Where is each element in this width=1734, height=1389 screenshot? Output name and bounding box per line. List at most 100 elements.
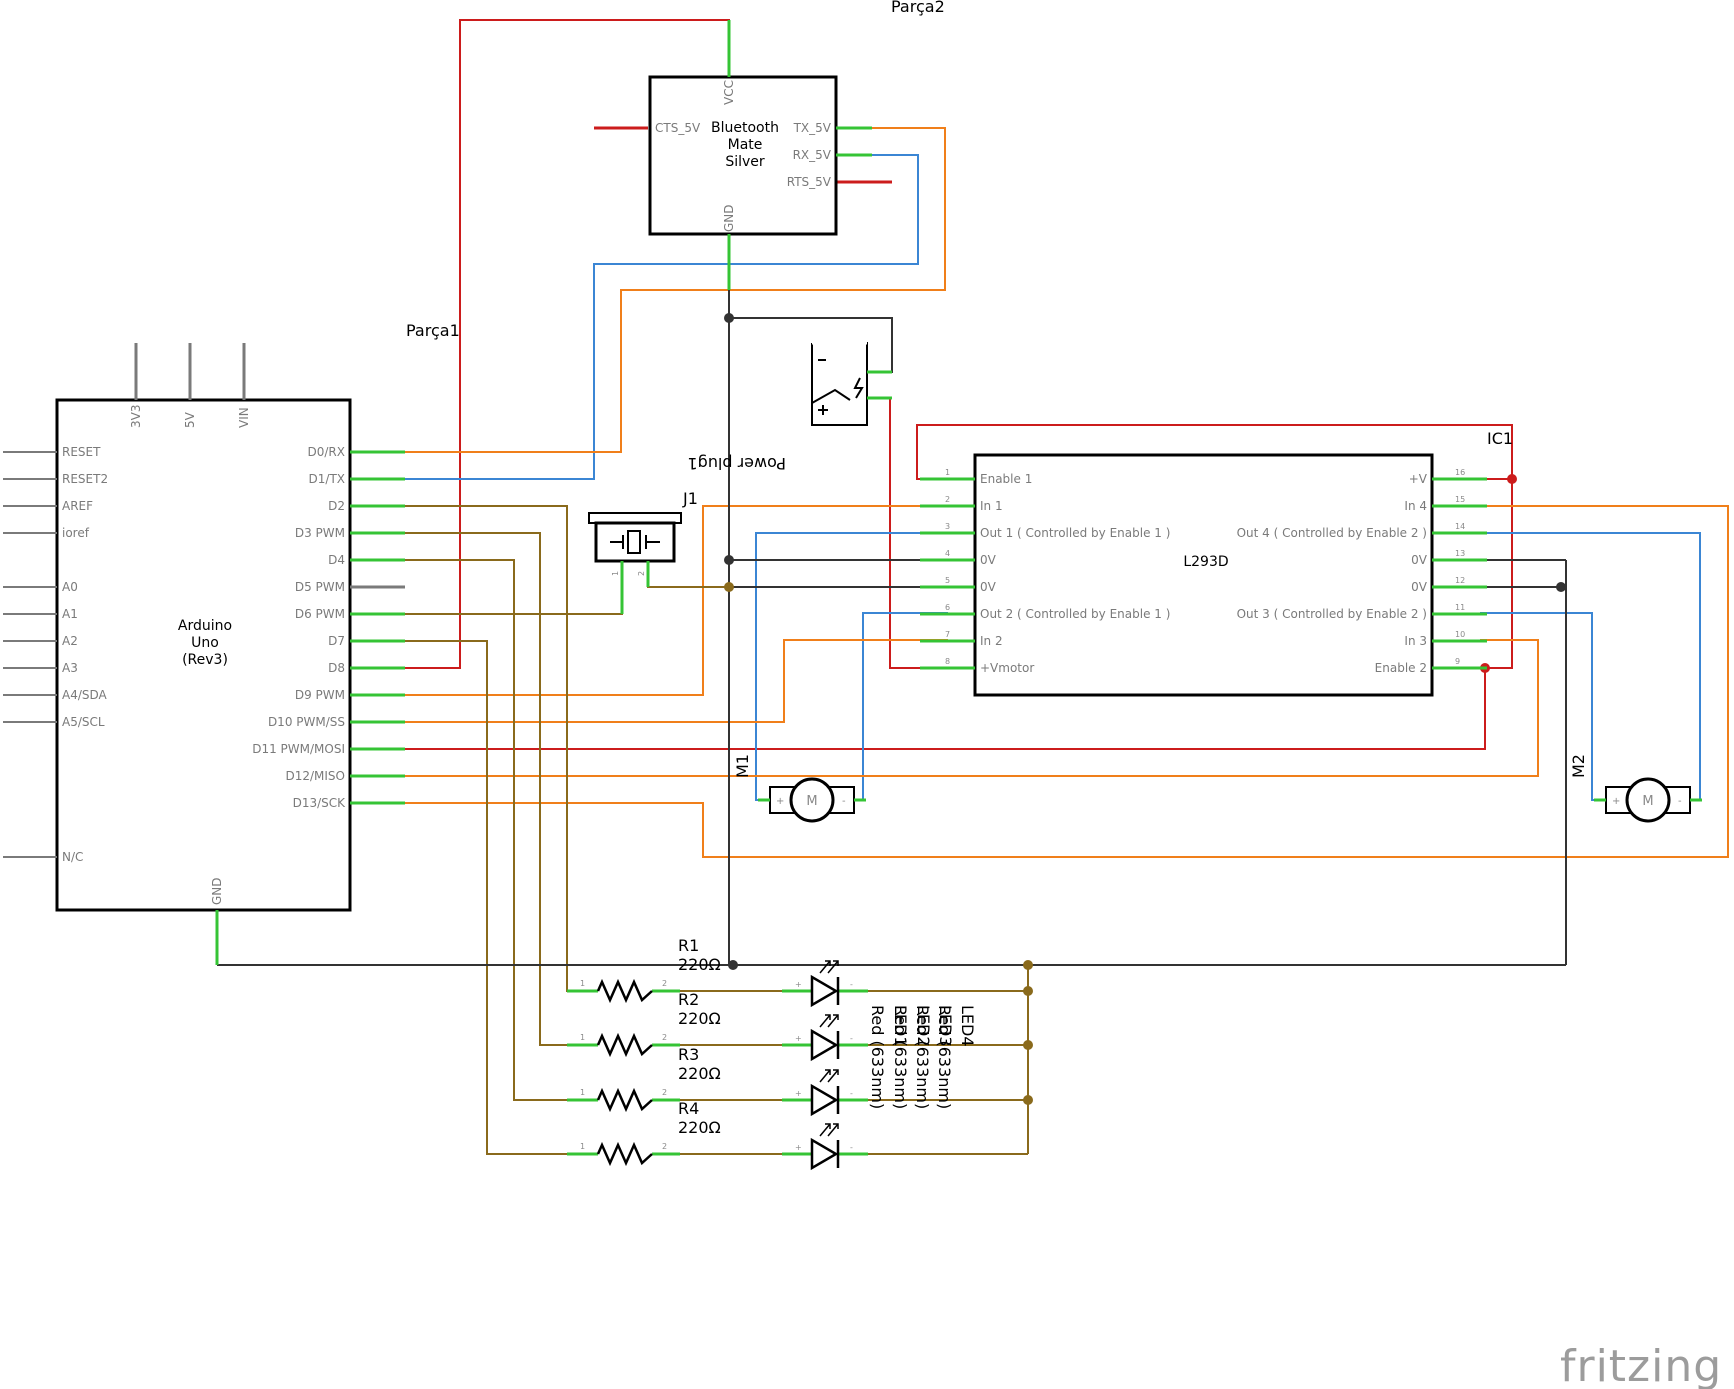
arduino-pin-top: VIN bbox=[237, 407, 251, 428]
resistor-name: R2 bbox=[678, 990, 699, 1009]
l293d-pin-right: Out 4 ( Controlled by Enable 2 ) bbox=[1237, 526, 1427, 540]
arduino-pin-right: D9 PWM bbox=[295, 688, 345, 702]
svg-text:1: 1 bbox=[580, 1142, 585, 1151]
wire-d11-enable2 bbox=[403, 668, 1486, 750]
wire-d9-in1 bbox=[403, 505, 948, 696]
wire-out3-m2 bbox=[1480, 612, 1612, 801]
arduino-pin-top: 3V3 bbox=[129, 405, 143, 428]
svg-text:1: 1 bbox=[580, 1088, 585, 1097]
svg-text:+: + bbox=[776, 796, 784, 807]
svg-text:-: - bbox=[842, 796, 846, 807]
wire-jack-gnd bbox=[647, 572, 729, 588]
bt-pin-rx: RX_5V bbox=[793, 148, 832, 162]
j1-label: J1 bbox=[682, 489, 698, 508]
resistor-value: 220Ω bbox=[678, 1118, 721, 1137]
l293d-name: L293D bbox=[1183, 554, 1228, 570]
arduino-pin-right: D6 PWM bbox=[295, 607, 345, 621]
motor-m1: M + - M1 bbox=[733, 754, 866, 823]
arduino-pin-left: A0 bbox=[62, 580, 78, 594]
resistor-symbol bbox=[596, 978, 653, 1004]
arduino-pin-right: D1/TX bbox=[309, 472, 345, 486]
l293d-pin-left: In 2 bbox=[980, 634, 1003, 648]
svg-text:8: 8 bbox=[945, 657, 950, 666]
arduino-pin-right: D5 PWM bbox=[295, 580, 345, 594]
arduino-pin-left: ioref bbox=[62, 526, 90, 540]
svg-text:-: - bbox=[850, 1089, 853, 1098]
wire-d7-r4 bbox=[403, 640, 595, 1155]
bt-pin-tx: TX_5V bbox=[793, 121, 832, 135]
arduino-pin-left: A2 bbox=[62, 634, 78, 648]
svg-text:12: 12 bbox=[1455, 576, 1465, 585]
led-name: LED1 bbox=[891, 1005, 910, 1047]
arduino-pin-gnd: GND bbox=[210, 877, 224, 905]
arduino-pin-right: D8 bbox=[328, 661, 345, 675]
svg-text:1: 1 bbox=[945, 468, 950, 477]
l293d-pin-left: +Vmotor bbox=[980, 661, 1034, 675]
arduino-pin-right: D10 PWM/SS bbox=[268, 715, 345, 729]
svg-text:+: + bbox=[795, 1034, 802, 1043]
svg-text:2: 2 bbox=[662, 1088, 667, 1097]
led-name: LED3 bbox=[936, 1005, 955, 1047]
l293d-pin-left: 0V bbox=[980, 553, 997, 567]
resistor-value: 220Ω bbox=[678, 1009, 721, 1028]
fritzing-logo: fritzing bbox=[1560, 1341, 1722, 1389]
svg-text:-: - bbox=[1678, 796, 1682, 807]
m2-symbol: M bbox=[1642, 794, 1653, 809]
svg-text:13: 13 bbox=[1455, 549, 1465, 558]
arduino-pin-left: N/C bbox=[62, 850, 83, 864]
led-desc: Red (633nm) bbox=[913, 1005, 932, 1109]
led-desc: Red (633nm) bbox=[868, 1005, 887, 1109]
led-symbol bbox=[810, 1083, 839, 1117]
svg-text:+: + bbox=[795, 1143, 802, 1152]
arduino-body bbox=[55, 398, 352, 912]
svg-text:2: 2 bbox=[662, 1033, 667, 1042]
svg-text:9: 9 bbox=[1455, 657, 1460, 666]
arduino-pin-right: D11 PWM/MOSI bbox=[252, 742, 345, 756]
arduino-pin-right: D3 PWM bbox=[295, 526, 345, 540]
svg-text:-: - bbox=[850, 1034, 853, 1043]
svg-text:4: 4 bbox=[945, 549, 950, 558]
l293d-pin-right: +V bbox=[1409, 472, 1428, 486]
svg-text:2: 2 bbox=[945, 495, 950, 504]
wire-enable1-v bbox=[916, 424, 1513, 480]
arduino-pin-left: A1 bbox=[62, 607, 78, 621]
bluetooth-mate-silver: Bluetooth Mate Silver VCC GND CTS_5V TX_… bbox=[648, 20, 872, 290]
svg-text:15: 15 bbox=[1455, 495, 1465, 504]
resistor-symbol bbox=[596, 1141, 653, 1167]
bt-pin-cts: CTS_5V bbox=[655, 121, 701, 135]
l293d-pin-right: Out 3 ( Controlled by Enable 2 ) bbox=[1237, 607, 1427, 621]
arduino-pin-right: D4 bbox=[328, 553, 345, 567]
led-symbol bbox=[810, 974, 839, 1008]
l293d-body bbox=[973, 453, 1434, 697]
arduino-pin-left: A5/SCL bbox=[62, 715, 105, 729]
led-symbol bbox=[810, 1137, 839, 1171]
l293d-pin-left: Out 1 ( Controlled by Enable 1 ) bbox=[980, 526, 1170, 540]
svg-text:14: 14 bbox=[1455, 522, 1465, 531]
l293d-pin-right: 0V bbox=[1411, 580, 1428, 594]
l293d-pin-right: 0V bbox=[1411, 553, 1428, 567]
bt-pin-vcc: VCC bbox=[722, 80, 736, 105]
bt-pin-rts: RTS_5V bbox=[787, 175, 832, 189]
wire-d1-rx bbox=[403, 154, 919, 480]
resistor-name: R3 bbox=[678, 1045, 699, 1064]
arduino-title-1: Arduino bbox=[178, 618, 232, 634]
arduino-pin-right: D2 bbox=[328, 499, 345, 513]
l293d-pin-right: In 4 bbox=[1404, 499, 1427, 513]
l293d-pin-right: In 3 bbox=[1404, 634, 1427, 648]
led-name: LED4 bbox=[958, 1005, 977, 1047]
resistor-value: 220Ω bbox=[678, 955, 721, 974]
m2-label: M2 bbox=[1569, 754, 1588, 778]
arduino-pin-left: A4/SDA bbox=[62, 688, 108, 702]
m1-symbol: M bbox=[806, 794, 817, 809]
parca2-label: Parça2 bbox=[891, 0, 945, 16]
wire-d6-jack bbox=[403, 572, 623, 615]
arduino-pin-right: D0/RX bbox=[308, 445, 345, 459]
resistor-name: R4 bbox=[678, 1099, 699, 1118]
led-desc: Red (633nm) bbox=[891, 1005, 910, 1109]
bluetooth-title-3: Silver bbox=[725, 154, 765, 170]
svg-text:11: 11 bbox=[1455, 603, 1465, 612]
arduino-pin-left: RESET2 bbox=[62, 472, 108, 486]
svg-text:1: 1 bbox=[580, 1033, 585, 1042]
svg-text:+: + bbox=[1612, 796, 1620, 807]
